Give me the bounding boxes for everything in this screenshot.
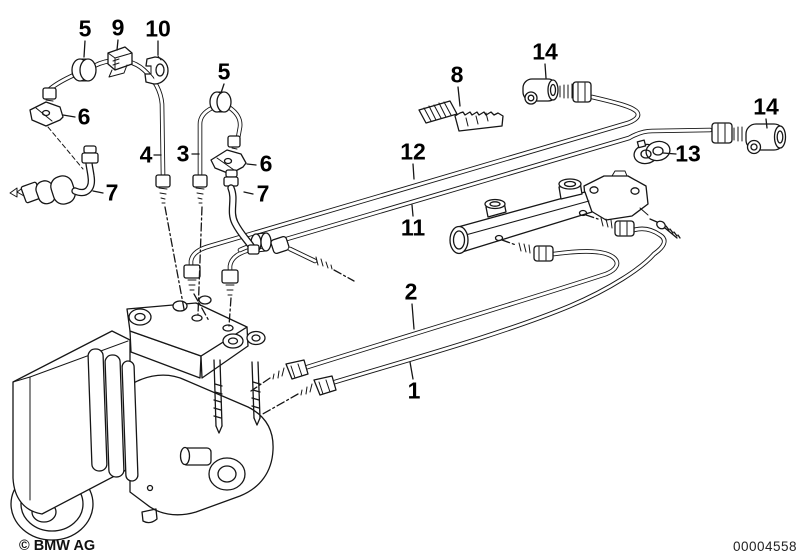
- clip-10: [144, 55, 169, 85]
- bracket-6-left: [29, 101, 84, 170]
- image-number: 00004558: [733, 539, 798, 554]
- callout-4-pipe: 4: [139, 141, 153, 168]
- pipe-union-fittings: [272, 359, 337, 396]
- brake-pipe-12: [183, 94, 641, 291]
- callout-3-pipe: 3: [176, 140, 190, 167]
- callout-7-hose-right: 7: [256, 180, 270, 207]
- callout-14-connector-left: 14: [532, 38, 558, 65]
- callout-2-pipe: 2: [404, 278, 418, 305]
- mounting-studs: [213, 359, 261, 434]
- outlet-port-right: [578, 209, 588, 217]
- callout-13-clamp: 13: [675, 140, 701, 167]
- callout-5-grommet-right: 5: [217, 58, 231, 85]
- callout-6-bracket-left: 6: [77, 103, 91, 130]
- copyright-text: © BMW AG: [19, 538, 96, 554]
- callout-6-bracket-right: 6: [259, 150, 273, 177]
- cable-holder-8: [418, 100, 504, 132]
- brake-pipe-2: [295, 242, 620, 373]
- callout-8-cable-holder: 8: [450, 61, 464, 88]
- clip-9: [107, 46, 133, 78]
- connector-14-right: [711, 122, 787, 155]
- abs-hydraulic-unit: [10, 295, 274, 541]
- brake-pipe-1: [322, 217, 667, 388]
- brake-hose-7-left: [9, 145, 99, 205]
- brake-pipe-11: [221, 127, 713, 296]
- brake-master-cylinder: [449, 170, 681, 255]
- callout-11-pipe: 11: [400, 214, 426, 241]
- connector-14-left: [522, 78, 592, 105]
- leader-lines: [62, 39, 768, 380]
- callout-7-hose-left: 7: [105, 179, 119, 206]
- bracket-6-right: [210, 149, 247, 175]
- brake-hose-7-right: [223, 169, 260, 255]
- centerlines: [164, 206, 658, 416]
- callout-5-grommet-left: 5: [78, 15, 92, 42]
- brake-pipe-3-assembly: [192, 91, 243, 204]
- outlet-port-left: [494, 234, 504, 242]
- pipe-clamp-13: [633, 139, 671, 165]
- callout-14-connector-right: 14: [753, 93, 779, 120]
- callout-1-pipe: 1: [407, 377, 421, 404]
- callout-12-pipe: 12: [400, 138, 426, 165]
- callout-10-holder: 10: [145, 15, 171, 42]
- screw: [656, 220, 681, 239]
- callout-9-clip: 9: [111, 14, 125, 41]
